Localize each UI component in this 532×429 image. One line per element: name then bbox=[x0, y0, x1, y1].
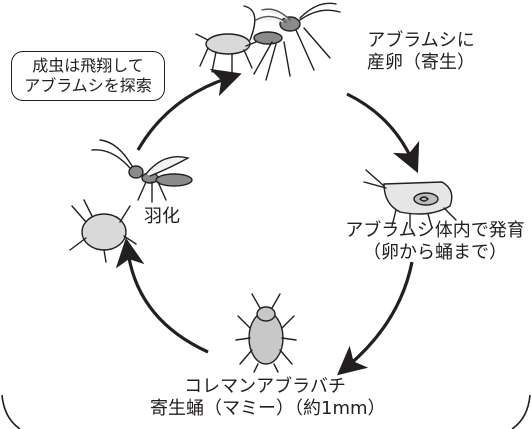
pupa-label-line-1: コレマンアブラバチ bbox=[150, 376, 380, 398]
oviposit-label-line-1: アブラムシに bbox=[346, 30, 496, 52]
develop-label-line-2: （卵から蛹まで） bbox=[340, 242, 530, 264]
callout-line-2: アブラムシを探索 bbox=[12, 76, 164, 96]
callout-line-1: 成虫は飛翔して bbox=[12, 56, 164, 76]
oviposit-label: アブラムシに 産卵（寄生） bbox=[346, 30, 496, 74]
emerge-label: 羽化 bbox=[144, 206, 180, 228]
develop-label-line-1: アブラムシ体内で発育 bbox=[340, 220, 530, 242]
pupa-label: コレマンアブラバチ 寄生蛹（マミー）（約1mm） bbox=[150, 376, 380, 420]
flight-search-callout: 成虫は飛翔して アブラムシを探索 bbox=[11, 51, 165, 101]
develop-label: アブラムシ体内で発育 （卵から蛹まで） bbox=[340, 220, 530, 264]
pupa-label-line-2: 寄生蛹（マミー）（約1mm） bbox=[150, 398, 380, 420]
oviposit-label-line-2: 産卵（寄生） bbox=[346, 52, 496, 74]
